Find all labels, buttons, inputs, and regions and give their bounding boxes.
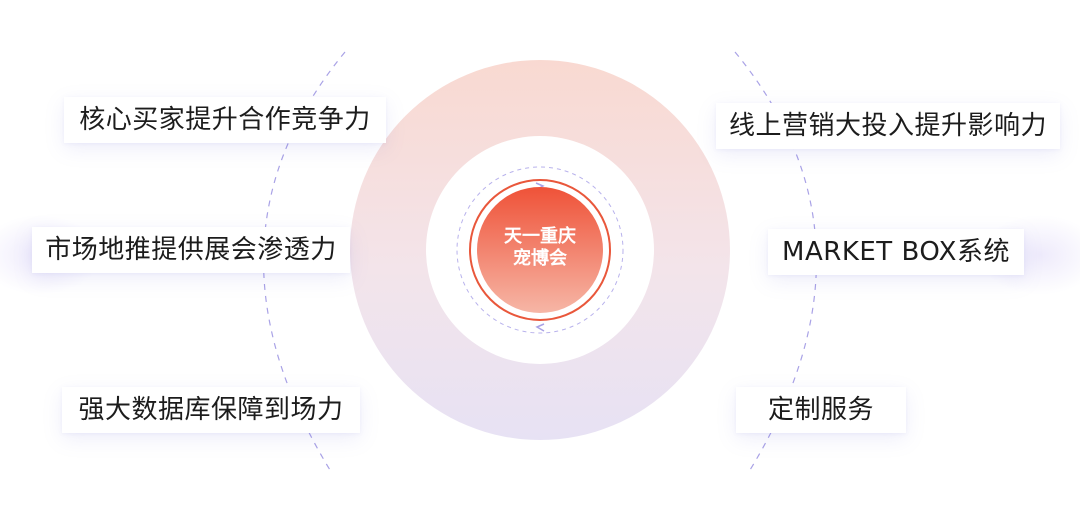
- left-label-1: 核心买家提升合作竞争力: [64, 97, 386, 143]
- center-title: 天一重庆 宠博会: [490, 226, 590, 270]
- right-label-3: 定制服务: [736, 387, 906, 433]
- right-label-1: 线上营销大投入提升影响力: [716, 103, 1060, 149]
- inner-dashed-circle: [456, 166, 624, 334]
- right-label-2: MARKET BOX系统: [768, 229, 1024, 275]
- center-title-line2: 宠博会: [513, 248, 567, 269]
- left-label-3: 强大数据库保障到场力: [62, 387, 360, 433]
- red-ring: [469, 179, 611, 321]
- bottom-arrow-icon: [535, 323, 545, 332]
- center-title-line1: 天一重庆: [504, 226, 576, 247]
- left-label-2: 市场地推提供展会渗透力: [32, 227, 350, 273]
- center-disk: [477, 187, 603, 313]
